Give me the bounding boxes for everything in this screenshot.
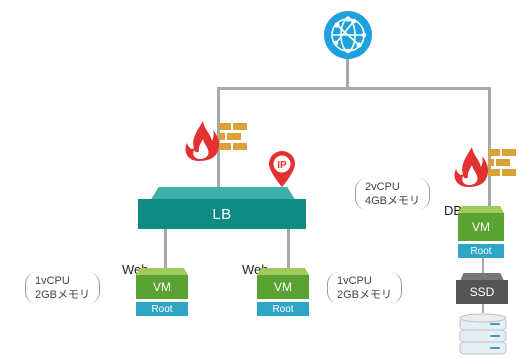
root-label: Root <box>151 303 173 315</box>
spec-cpu: 2vCPU <box>365 181 400 193</box>
vm-label: VM <box>472 220 490 234</box>
vm-block: VM <box>458 213 504 241</box>
firewall-icon <box>183 117 249 163</box>
ssd-label: SSD <box>469 285 495 299</box>
line-left-down <box>217 87 220 188</box>
line-ssd-db <box>482 303 484 313</box>
spec-memory: 2GBメモリ <box>337 289 393 301</box>
vm-block: VM <box>257 275 309 299</box>
database-icon <box>458 312 508 356</box>
line-lb-right-vm <box>287 228 290 270</box>
vm-label: VM <box>153 280 171 294</box>
globe-network-icon <box>324 11 372 59</box>
web-server-1-spec: 1vCPU 2GBメモリ <box>25 272 101 304</box>
web-server-2: VM Root <box>257 268 309 316</box>
spec-cpu: 1vCPU <box>337 275 372 287</box>
line-lb-left-vm <box>164 228 167 270</box>
web-server-2-spec: 1vCPU 2GBメモリ <box>327 272 403 304</box>
root-label: Root <box>470 245 492 257</box>
web-server-1: VM Root <box>136 268 188 316</box>
ssd-top <box>460 273 504 281</box>
vm-block: VM <box>136 275 188 299</box>
vm-label: VM <box>274 280 292 294</box>
vm-top <box>136 268 188 275</box>
ip-label: IP <box>277 160 287 171</box>
vm-top <box>257 268 309 275</box>
spec-memory: 4GBメモリ <box>365 195 421 207</box>
location-pin-icon: IP <box>267 150 297 188</box>
line-top-horizontal <box>217 87 491 90</box>
load-balancer-label: LB <box>212 205 232 223</box>
db-server: VM Root <box>458 206 504 258</box>
root-disk: Root <box>257 302 309 316</box>
vm-top <box>458 206 504 213</box>
root-label: Root <box>272 303 294 315</box>
ssd-storage: SSD <box>456 280 508 304</box>
line-globe-down <box>346 58 349 88</box>
load-balancer-top <box>150 187 296 201</box>
root-disk: Root <box>136 302 188 316</box>
load-balancer: LB <box>138 199 306 229</box>
db-server-role: DB <box>444 203 463 218</box>
db-server-spec: 2vCPU 4GBメモリ <box>355 178 431 210</box>
spec-memory: 2GBメモリ <box>35 289 91 301</box>
spec-cpu: 1vCPU <box>35 275 70 287</box>
root-disk: Root <box>458 244 504 258</box>
firewall-icon <box>452 143 518 189</box>
line-db-ssd <box>482 256 484 274</box>
